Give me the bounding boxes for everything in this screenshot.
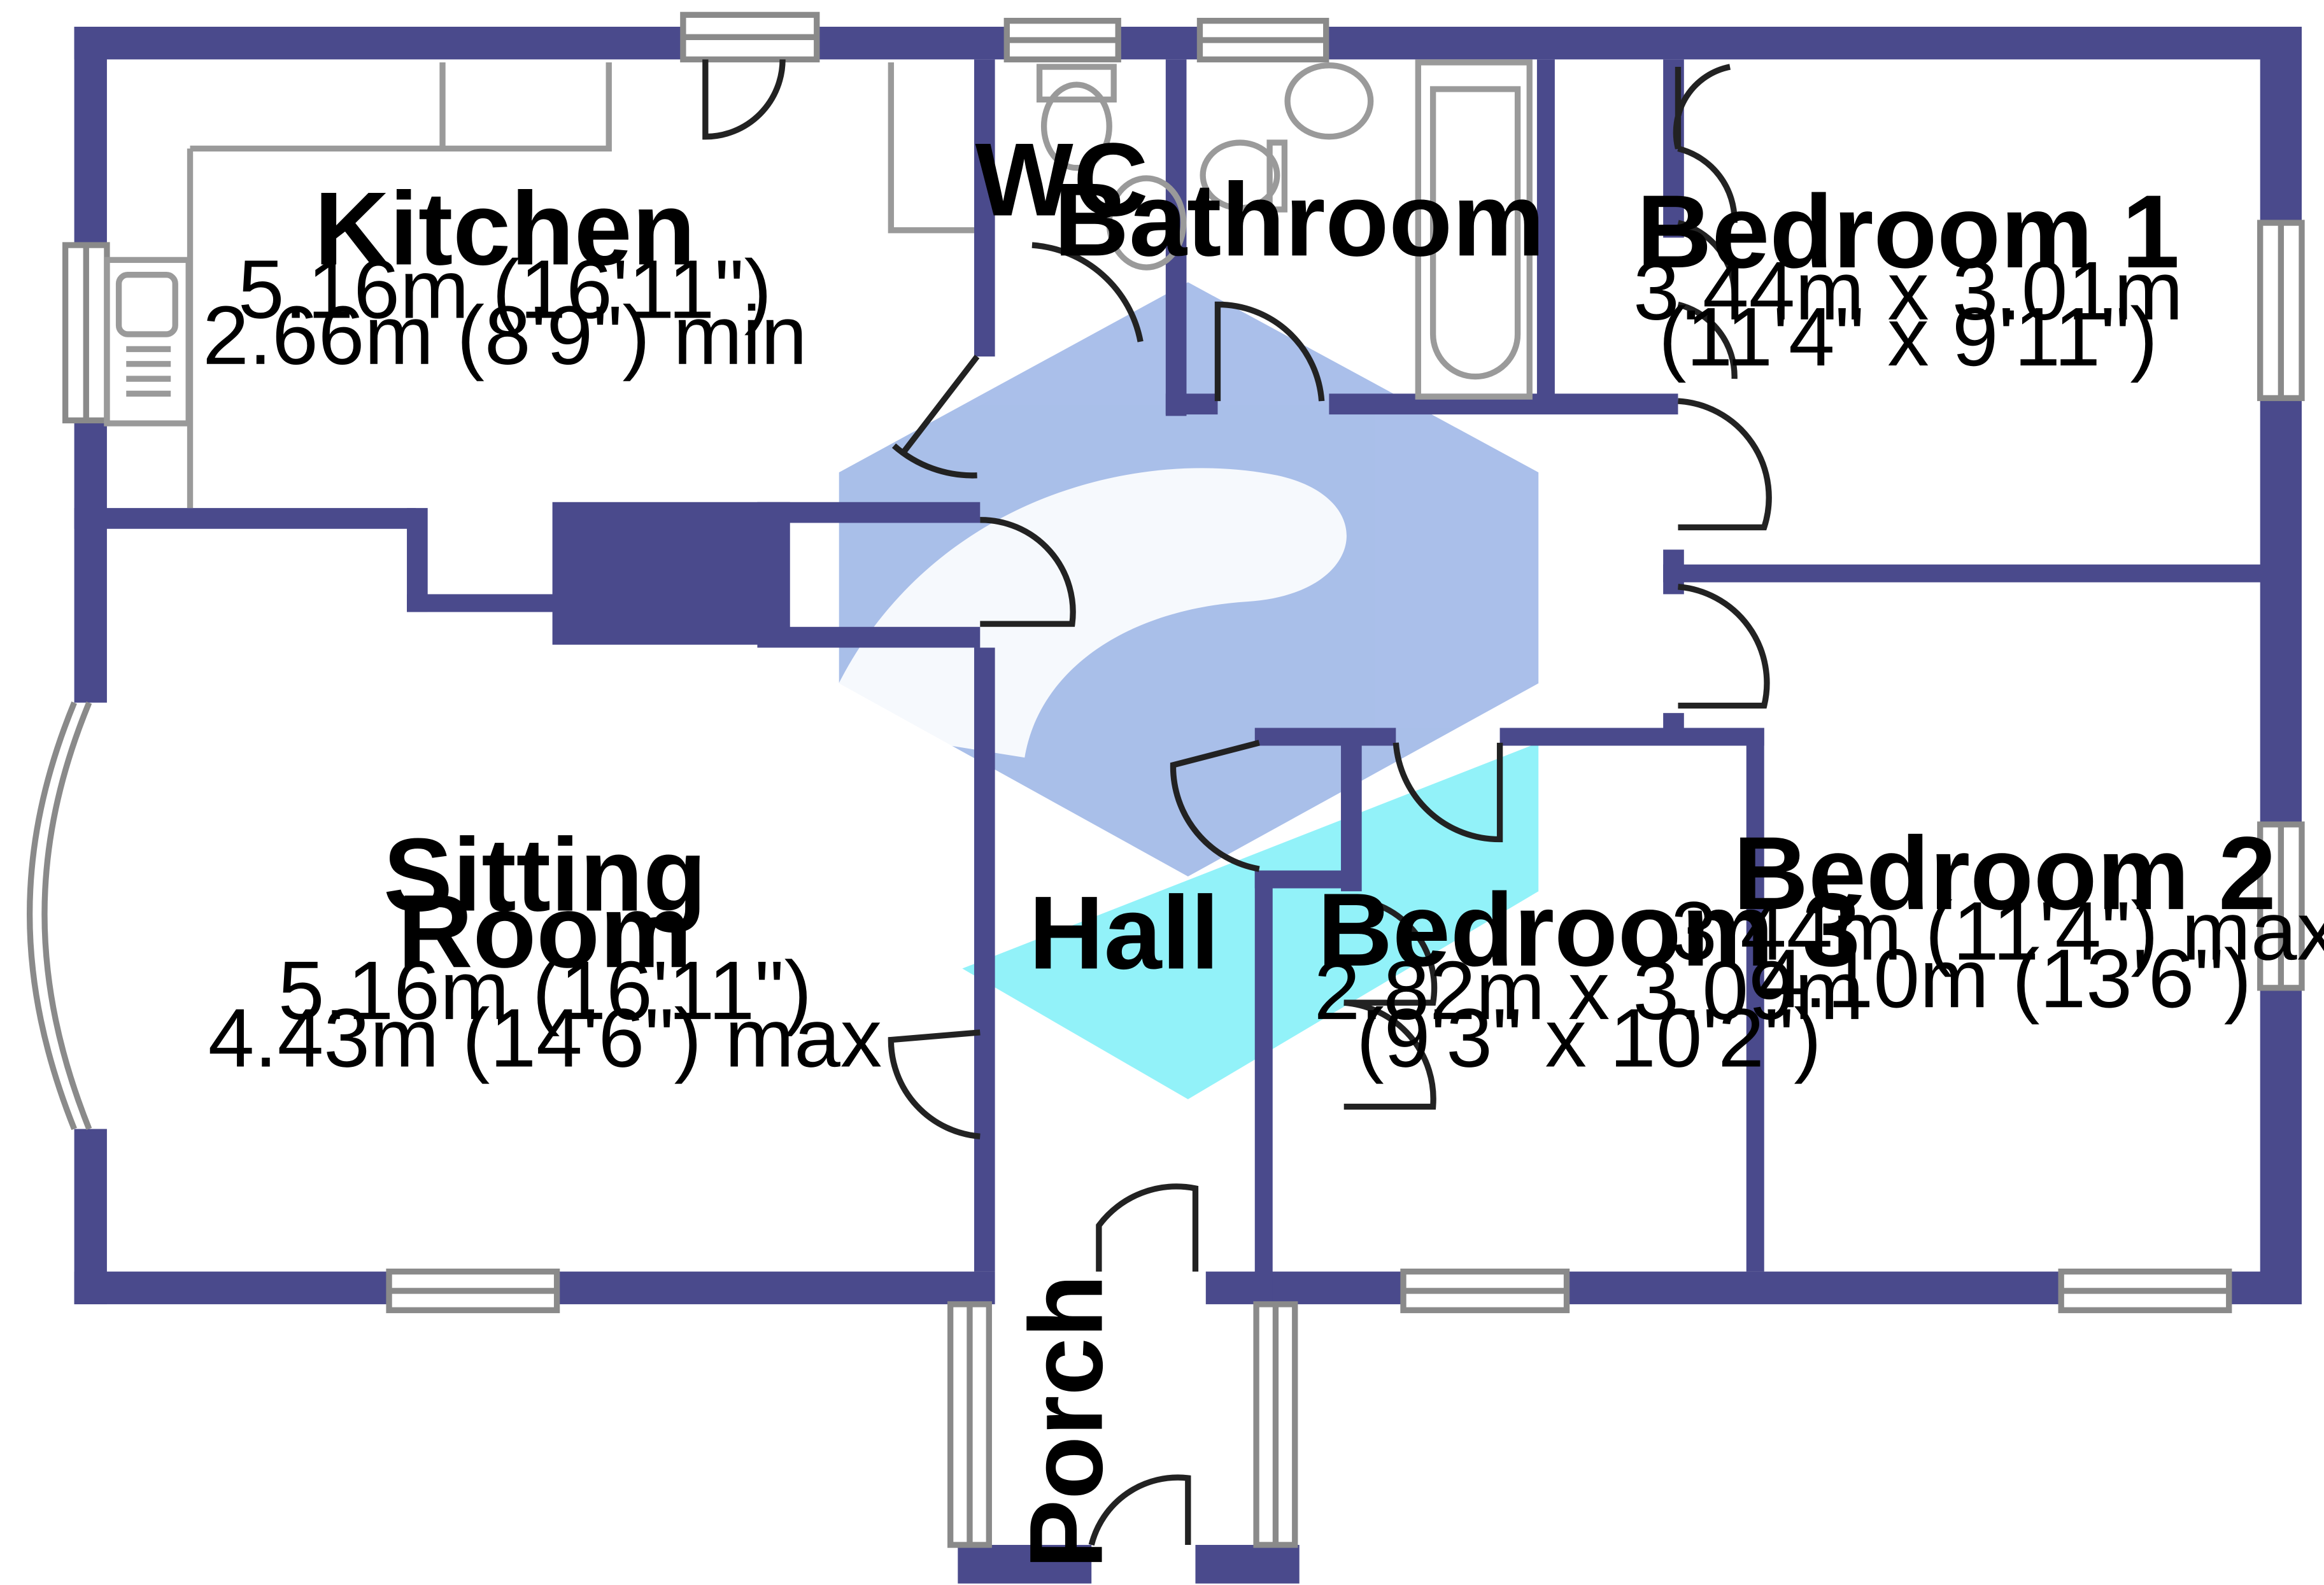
room-hall: Hall [1029,874,1219,990]
kitchen-dim1: 5.16m (16'11") [238,243,772,335]
room-bathroom: Bathroom [1054,161,1545,278]
porch-name: Porch [1008,1274,1124,1569]
sitting-name-2: Room [398,873,692,989]
sitting-name-1: Sitting [383,816,707,933]
sitting-dim2: 4.43m (14'6") max [208,992,882,1085]
bedroom1-dim1: 3.44m x 3.01m [1633,244,2183,337]
watermark-logo [832,282,1539,1099]
fixtures [104,59,1533,509]
room-bedroom3: Bedroom 3 2.82m x 3.09m (9'3" x 10'2") [1314,871,1864,1085]
bathroom-name: Bathroom [1054,161,1545,278]
bedroom2-dim2: 4.10m (13'6") [1758,932,2251,1025]
bedroom3-dim1: 2.82m x 3.09m [1314,944,1864,1037]
hall-name: Hall [1029,874,1219,990]
windows [27,11,2305,1548]
wc-name: WC [975,121,1149,237]
room-sitting: Sitting Room 5.16m (16'11") 4.43m (14'6"… [208,816,882,1084]
bedroom1-dim2: (11'4" x 9'11") [1659,290,2158,383]
doors [702,59,1772,1546]
sitting-dim1: 5.16m (16'11") [278,944,812,1037]
bedroom2-dim1: 3.44m (11'4") max [1671,885,2324,978]
kitchen-dim2: 2.66m (8'9") min [202,289,807,382]
kitchen-name: Kitchen [315,170,696,286]
room-wc: WC [975,121,1149,237]
room-kitchen: Kitchen 5.16m (16'11") 2.66m (8'9") min [202,170,807,381]
bedroom1-name: Bedroom 1 [1637,173,2180,290]
room-bedroom1: Bedroom 1 3.44m x 3.01m (11'4" x 9'11") [1633,173,2183,383]
bedroom2-name: Bedroom 2 [1733,815,2276,931]
bedroom3-dim2: (9'3" x 10'2") [1356,992,1822,1085]
room-porch: Porch [1008,1274,1124,1569]
bedroom3-name: Bedroom 3 [1317,871,1860,988]
room-bedroom2: Bedroom 2 3.44m (11'4") max 4.10m (13'6"… [1671,815,2324,1025]
